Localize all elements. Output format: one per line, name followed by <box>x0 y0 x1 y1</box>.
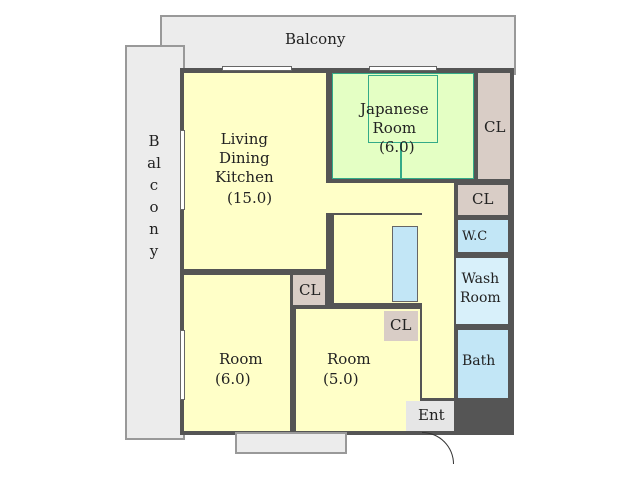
window-ldk[interactable] <box>222 66 292 71</box>
closet-hall <box>458 185 508 215</box>
room5-label: Room <box>327 350 371 368</box>
hallway <box>326 183 454 213</box>
balcony-top-label: Balcony <box>285 30 346 48</box>
room5-size: (5.0) <box>323 370 359 388</box>
entrance-label: Ent <box>418 406 445 424</box>
entrance-door[interactable] <box>422 432 454 464</box>
closet-room6 <box>293 275 325 305</box>
room6-size: (6.0) <box>215 370 251 388</box>
tatami <box>332 73 474 179</box>
japanese-size: (6.0) <box>379 138 415 156</box>
closet-label: CL <box>484 118 506 136</box>
wc-label: W.C <box>462 229 488 244</box>
kitchen-area <box>334 215 386 303</box>
wash-room <box>456 258 508 324</box>
room6-label: Room <box>219 350 263 368</box>
japanese-room <box>332 73 474 179</box>
bath-label: Bath <box>462 353 496 369</box>
japanese-label: Japanese Room <box>360 100 429 137</box>
bath <box>458 330 508 398</box>
tatami <box>400 143 402 179</box>
ldk-label: Living Dining Kitchen <box>215 130 274 186</box>
closet-label: CL <box>299 281 321 299</box>
closet-label: CL <box>390 316 412 334</box>
wc <box>458 220 508 252</box>
ldk-room <box>184 73 326 269</box>
window-room6[interactable] <box>180 330 185 400</box>
wash-label: Wash Room <box>460 271 501 306</box>
entrance <box>406 401 454 431</box>
closet-room5 <box>384 311 418 341</box>
room-6 <box>184 275 290 431</box>
ldk-size: (15.0) <box>227 189 273 207</box>
kitchen-counter <box>392 226 418 302</box>
corridor <box>422 213 454 398</box>
balcony-left <box>125 45 185 440</box>
window-japanese[interactable] <box>369 66 437 71</box>
tatami <box>368 75 438 143</box>
window-ldk-side[interactable] <box>180 130 185 210</box>
balcony-left-label: Balcony <box>147 132 161 260</box>
bay-window <box>235 432 347 454</box>
closet-label: CL <box>472 190 494 208</box>
closet-japanese <box>478 73 510 179</box>
